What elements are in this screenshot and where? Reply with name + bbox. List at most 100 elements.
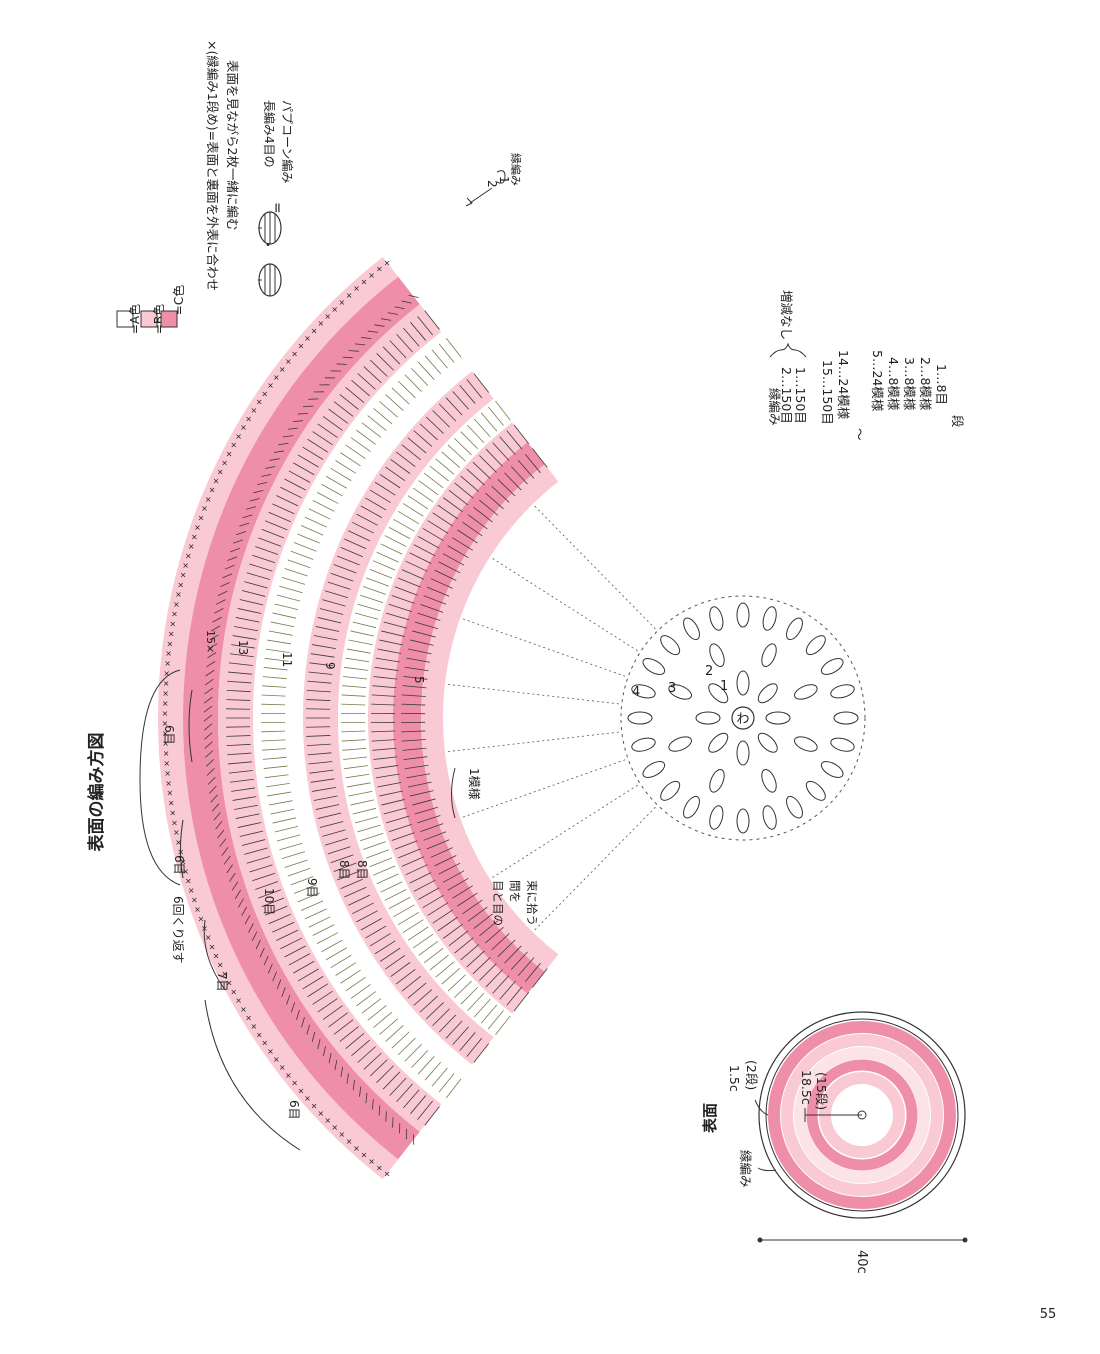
edge-stitch-x: ×	[361, 278, 368, 287]
eight-sts-a: 8目	[337, 860, 351, 880]
edge-stitch-x: ×	[188, 542, 195, 551]
popcorn-row2	[755, 681, 780, 706]
six-sts-mid: 6目	[172, 855, 186, 875]
edge-stitch-x: ×	[213, 476, 220, 485]
schematic-radius-rows: (15段)	[814, 1072, 829, 1110]
color-bands	[158, 257, 558, 1179]
edge-stitch-x: ×	[298, 342, 305, 351]
edge-note-line2: 表面を見ながら2枚一緒に編む	[225, 60, 240, 230]
popcorn-row2	[706, 730, 731, 755]
edge-stitch-x: ×	[368, 1157, 375, 1166]
row-5-label: 5	[412, 676, 426, 684]
popcorn-row4	[803, 778, 828, 803]
six-sts-bottom: 6目	[287, 1100, 301, 1120]
pick-up-line1: 目と目の	[491, 880, 505, 926]
six-sts-top: 6目	[162, 725, 176, 745]
popcorn-row4	[737, 603, 749, 627]
edge-stitch-x: ×	[168, 629, 175, 638]
row-13-label: 13	[236, 640, 250, 655]
table-body-2: 〜	[852, 428, 867, 441]
edge-stitch-x: ×	[209, 486, 216, 495]
edge-stitch-x: ×	[163, 679, 170, 688]
pickup-spoke	[490, 785, 638, 879]
ring-label: わ	[736, 712, 749, 727]
edge-stitch-x: ×	[273, 373, 280, 382]
edge-stitch-x: ×	[217, 467, 224, 476]
stitch-mark	[303, 406, 313, 407]
edge-stitch-x: ×	[198, 915, 205, 924]
popcorn-row4	[783, 794, 805, 821]
edge-stitch-x: ×	[221, 458, 228, 467]
table-body-4: 4…8模様	[886, 357, 901, 411]
edge-stitch-x: ×	[279, 365, 286, 374]
popcorn-row4	[680, 615, 702, 642]
edge-stitch-x: ×	[194, 523, 201, 532]
edge-stitch-x: ×	[165, 649, 172, 658]
edge-stitch-x: ×	[168, 799, 175, 808]
popcorn-icon-b	[258, 212, 281, 244]
edge-stitch-x: ×	[235, 996, 242, 1005]
pickup-spoke	[533, 504, 656, 629]
edge-stitch-x: ×	[163, 759, 170, 768]
stitch-mark	[306, 727, 330, 728]
edge-stitch-x: ×	[291, 349, 298, 358]
table-body-1: 14…24模様	[836, 350, 851, 420]
legend-label-c: =C色	[172, 285, 186, 315]
center-row-3: 3	[668, 681, 676, 696]
popcorn-label-line2: パプコーン編み	[280, 100, 295, 183]
popcorn-row3	[759, 642, 779, 669]
schematic: 表面 18.5c (15段) 1.5c (2段) 縁編み 40c	[701, 1012, 968, 1274]
table-body-3: 5…24模様	[870, 350, 885, 412]
edge-stitch-x: ×	[209, 942, 216, 951]
edge-stitch-x: ×	[169, 808, 176, 817]
edge-stitch-x: ×	[304, 334, 311, 343]
popcorn-equals: =	[269, 202, 285, 214]
pick-up-line3: 束に拾う	[525, 880, 539, 926]
popcorn-row4	[834, 712, 858, 724]
edge-stitch-x: ×	[191, 896, 198, 905]
edge-stitch-x: ×	[169, 620, 176, 629]
edge-row-2: 2	[485, 180, 499, 188]
edge-stitch-x: ×	[339, 298, 346, 307]
table-edge-row2: 2…150目	[779, 367, 794, 424]
edge-stitch-x: ×	[384, 259, 391, 268]
edge-stitch-x: ×	[173, 828, 180, 837]
edge-stitch-x: ×	[171, 610, 178, 619]
popcorn-row4	[657, 632, 682, 657]
popcorn-label-line1: 長編み4目の	[262, 100, 277, 168]
edge-stitch-x: ×	[361, 1150, 368, 1159]
pickup-spoke	[533, 807, 656, 932]
edge-stitch-x: ×	[164, 659, 171, 668]
center-row-2: 2	[705, 664, 713, 679]
popcorn-row2	[755, 730, 780, 755]
edge-stitch-x: ×	[318, 1109, 325, 1118]
popcorn-row3	[667, 734, 694, 754]
table-body-7: 1…8目	[934, 364, 949, 405]
center-row-1: 1	[720, 679, 728, 694]
row-15-label: 15×	[204, 630, 217, 653]
seven-sts: 7目	[215, 972, 229, 992]
edge-stitch-x: ×	[191, 532, 198, 541]
one-pattern: 1模様	[467, 768, 481, 800]
edge-stitch-x: ×	[230, 987, 237, 996]
schematic-title: 表面	[701, 1103, 719, 1133]
popcorn-row4	[761, 605, 779, 631]
stitch-mark	[306, 709, 330, 710]
edge-stitch-x: ×	[353, 1144, 360, 1153]
edge-stitch-x: ×	[194, 905, 201, 914]
pickup-spoke	[445, 732, 619, 752]
popcorn-row2	[766, 712, 790, 724]
center-row-4: 4	[632, 685, 640, 700]
edge-stitch-x: ×	[240, 423, 247, 432]
edge-stitch-x: ×	[164, 769, 171, 778]
popcorn-row4	[761, 804, 779, 830]
edge-stitch-x: ×	[166, 789, 173, 798]
legend-label-a: =A色	[128, 304, 142, 334]
edge-arrow	[470, 188, 492, 203]
repeat-six-times: 6回くり返す	[171, 896, 185, 964]
schematic-radius: 18.5c	[799, 1070, 814, 1105]
edge-stitch-x: ×	[311, 1101, 318, 1110]
popcorn-legend: ・ = 長編み4目の パプコーン編み	[258, 100, 295, 296]
popcorn-row4	[640, 758, 667, 780]
edge-stitch-x: ×	[376, 1163, 383, 1172]
